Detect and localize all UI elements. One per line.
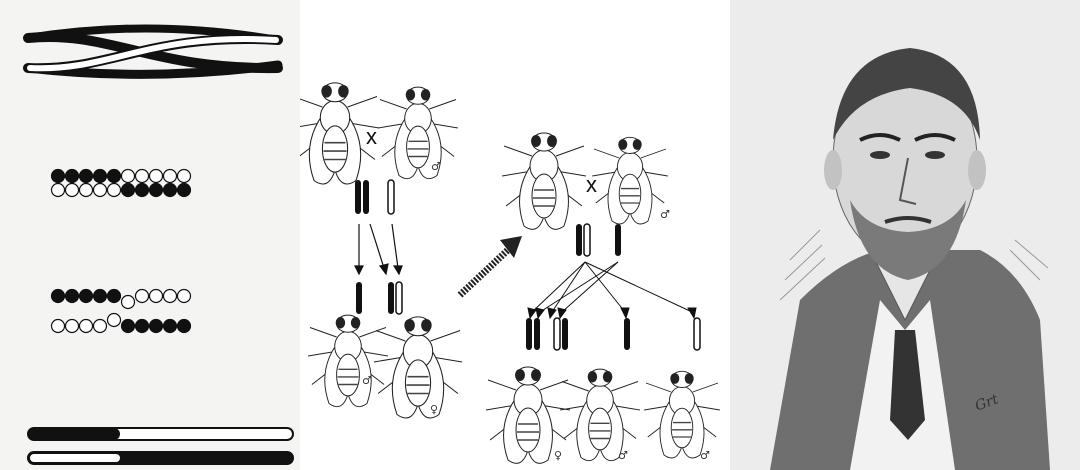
bead xyxy=(94,184,107,197)
male-symbol-f1a: ♂ xyxy=(362,374,372,387)
bead xyxy=(164,290,177,303)
bead xyxy=(80,184,93,197)
male-symbol-f1c: ♂ xyxy=(660,208,670,221)
bead xyxy=(164,170,177,183)
bead xyxy=(122,296,135,309)
bead xyxy=(52,170,65,183)
twisted-chromosomes xyxy=(28,28,278,74)
fly-drawings xyxy=(300,83,720,463)
bead xyxy=(178,320,191,333)
bead xyxy=(136,170,149,183)
bead xyxy=(150,320,163,333)
bead xyxy=(66,290,79,303)
bead xyxy=(108,170,121,183)
bead-chromosomes-1 xyxy=(52,170,191,197)
bead xyxy=(108,184,121,197)
female-symbol-f1b: ♀ xyxy=(430,403,438,416)
bead xyxy=(52,320,65,333)
female-symbol-f2a: ♀ xyxy=(554,449,562,462)
bead xyxy=(66,170,79,183)
male-symbol-f2b: ♂ xyxy=(618,449,628,462)
fly-f2-2 xyxy=(560,369,640,461)
bead-chromosomes-2 xyxy=(52,290,191,333)
male-symbol-f2c: ♂ xyxy=(700,449,710,462)
bead xyxy=(178,184,191,197)
portrait-panel: Grt xyxy=(730,0,1080,470)
bead xyxy=(52,290,65,303)
bead xyxy=(150,184,163,197)
p1-arrows xyxy=(355,224,402,274)
bead xyxy=(108,314,121,327)
recombined-chromosomes xyxy=(28,428,293,464)
bead xyxy=(66,320,79,333)
bead xyxy=(136,184,149,197)
f2-arrows xyxy=(528,262,696,318)
fly-f2-3 xyxy=(644,371,720,458)
fly-f1-cross-male xyxy=(592,137,668,224)
bead xyxy=(150,170,163,183)
fly-p1-male xyxy=(378,87,458,179)
bead xyxy=(122,320,135,333)
bead xyxy=(136,320,149,333)
bead xyxy=(164,184,177,197)
bead xyxy=(80,290,93,303)
fly-f1-cross-female xyxy=(502,133,586,229)
portrait-svg xyxy=(730,0,1080,470)
portrait-sketch xyxy=(770,48,1050,470)
bead xyxy=(94,290,107,303)
f1-cross-chromosomes xyxy=(576,224,621,256)
fly-cross-svg xyxy=(300,0,720,470)
bead xyxy=(80,170,93,183)
bead xyxy=(178,170,191,183)
bead xyxy=(94,320,107,333)
bead xyxy=(164,320,177,333)
bead xyxy=(80,320,93,333)
bead xyxy=(122,184,135,197)
f1-chromosomes xyxy=(356,282,402,314)
bead xyxy=(52,184,65,197)
male-symbol-p1: ♂ xyxy=(431,160,441,173)
f2-chromosomes xyxy=(526,318,700,350)
crossover-panel xyxy=(0,0,300,470)
bead xyxy=(150,290,163,303)
bead xyxy=(66,184,79,197)
bead xyxy=(108,290,121,303)
progression-arrow xyxy=(460,236,522,295)
fly-cross-panel: x x ♂ ♂ ♀ ♂ ♀ ♂ ♂ xyxy=(300,0,720,470)
cross-symbol-1: x xyxy=(366,124,377,150)
bead xyxy=(94,170,107,183)
fly-f1-1 xyxy=(308,315,388,407)
fly-f1-2 xyxy=(374,317,462,418)
crossover-svg xyxy=(0,0,300,470)
bead xyxy=(178,290,191,303)
p1-chromosomes xyxy=(355,180,394,214)
cross-symbol-2: x xyxy=(586,172,597,198)
bead xyxy=(122,170,135,183)
bead xyxy=(136,290,149,303)
